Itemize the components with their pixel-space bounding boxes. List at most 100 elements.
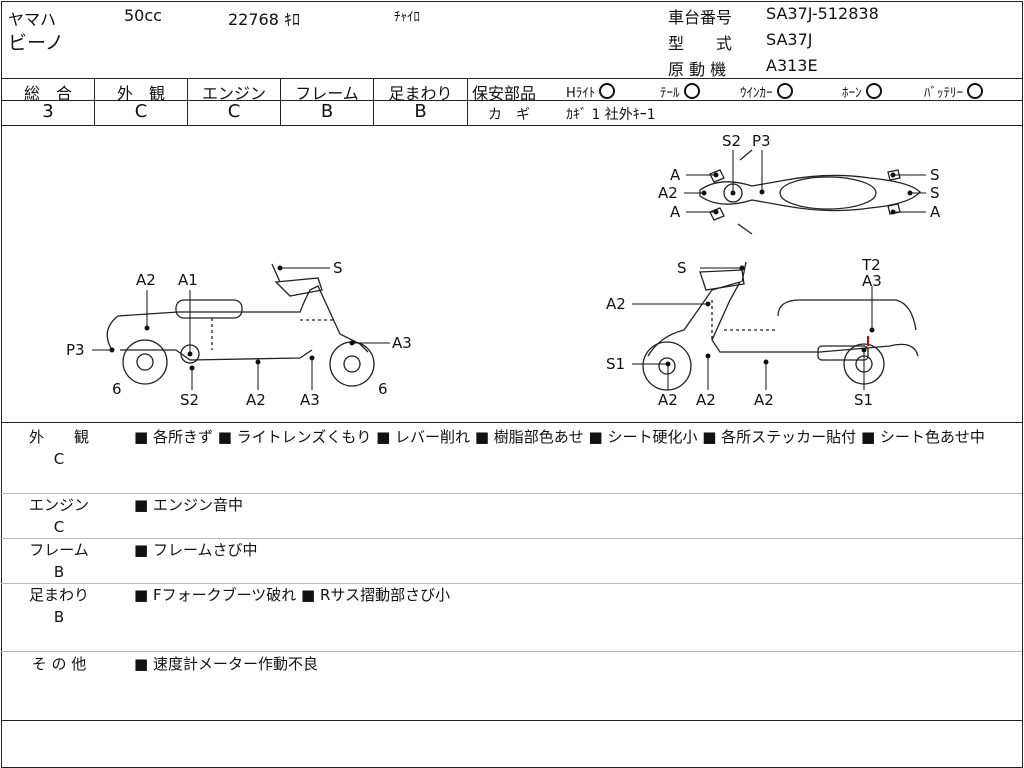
note-label-text: エンジン (28, 496, 89, 514)
scooter-diagram: A2 A1 S P3 A3 6 S2 A2 A3 6 S T2 A3 A2 S1… (66, 132, 941, 409)
maker: ヤマハ (8, 10, 57, 29)
key-label: カ ギ (488, 107, 530, 123)
safety-item-winker: ｳｲﾝｶｰ (740, 82, 793, 101)
note-grade: B (53, 608, 65, 626)
diagram-label: A3 (300, 391, 320, 409)
ok-circle-icon (776, 83, 793, 99)
diagram-label: P3 (66, 341, 85, 359)
divider (187, 78, 188, 125)
note-label-suspension: 足まわり B (14, 584, 104, 628)
divider (280, 78, 281, 125)
diagram-label: A2 (606, 295, 626, 313)
diagram-label: A2 (754, 391, 774, 409)
safety-item-tail: ﾃｰﾙ (660, 82, 700, 101)
diagram-label: A2 (696, 391, 716, 409)
grade-suspension: B (414, 101, 427, 122)
model-name: ビーノ (8, 32, 64, 54)
safety-item-battery: ﾊﾞｯﾃﾘｰ (924, 82, 983, 101)
diagram-label: S (677, 259, 687, 277)
grade-header-overall: 総 合 (23, 84, 72, 103)
type-value: SA37J (766, 30, 813, 49)
diagram-label: P3 (752, 132, 771, 150)
ok-circle-icon (967, 83, 983, 99)
note-text-exterior: ■ 各所きず ■ ライトレンズくもり ■ レバー削れ ■ 樹脂部色あせ ■ シー… (134, 428, 985, 446)
note-label-other: そ の 他 (14, 653, 104, 675)
note-text-suspension: ■ Fフォークブーツ破れ ■ Rサス摺動部さび小 (134, 586, 451, 604)
divider (1, 493, 1022, 494)
divider (1, 78, 1022, 79)
ok-circle-icon (599, 83, 616, 99)
diagram-label: A3 (392, 334, 412, 352)
note-label-frame: フレーム B (14, 539, 104, 583)
key-value: ｶｷﾞ 1 社外ｷｰ1 (566, 107, 656, 123)
divider (94, 78, 95, 125)
safety-item-label: ﾃｰﾙ (660, 86, 680, 101)
divider (1, 583, 1022, 584)
note-grade: B (53, 563, 65, 581)
safety-item-label: ｳｲﾝｶｰ (740, 86, 773, 101)
note-label-exterior: 外 観 C (14, 426, 104, 470)
safety-item-label: ﾊﾞｯﾃﾘｰ (924, 86, 963, 101)
diagram-label: A (670, 203, 681, 221)
divider (1, 651, 1022, 652)
ok-circle-icon (865, 83, 882, 99)
safety-item-label: ﾎｰﾝ (842, 86, 862, 101)
diagram-label: S (930, 184, 940, 202)
diagram-label: A2 (136, 271, 156, 289)
diagram-label: 6 (378, 380, 388, 398)
diagram-label: A2 (658, 184, 678, 202)
color: ﾁｬｲﾛ (394, 10, 420, 25)
diagram-label: A (670, 166, 681, 184)
diagram-label: A1 (178, 271, 198, 289)
note-grade: C (53, 518, 65, 536)
engine-label: 原 動 機 (668, 60, 727, 79)
divider (373, 78, 374, 125)
diagram-label: A3 (862, 272, 882, 290)
note-text-engine: ■ エンジン音中 (134, 496, 243, 514)
note-text-frame: ■ フレームさび中 (134, 541, 258, 559)
grade-overall: 3 (42, 101, 54, 122)
diagram-label: S (930, 166, 940, 184)
grade-exterior: C (134, 101, 148, 122)
divider (1, 538, 1022, 539)
diagram-label: S2 (722, 132, 741, 150)
diagram-label: S1 (854, 391, 873, 409)
ok-circle-icon (683, 83, 700, 99)
divider (467, 78, 468, 125)
mileage: 22768 ｷﾛ (228, 10, 300, 29)
note-label-text: 足まわり (28, 586, 89, 604)
note-label-engine: エンジン C (14, 494, 104, 538)
grade-header-exterior: 外 観 (116, 84, 165, 103)
diagram-label: A (930, 203, 941, 221)
grade-header-engine: エンジン (201, 84, 266, 103)
grade-header-frame: フレーム (295, 84, 359, 103)
frame-no: SA37J-512838 (766, 4, 879, 23)
grade-frame: B (320, 101, 334, 122)
safety-label: 保安部品 (472, 84, 537, 103)
frame-no-label: 車台番号 (668, 8, 733, 27)
engine-value: A313E (766, 56, 818, 75)
diagram-label: S1 (606, 355, 625, 373)
safety-item-label: Hﾗｲﾄ (566, 86, 596, 101)
grade-header-suspension: 足まわり (388, 84, 453, 103)
note-label-text: 外 観 (28, 428, 89, 446)
divider (1, 422, 1022, 423)
diagram-label: A2 (246, 391, 266, 409)
displacement: 50cc (124, 6, 162, 25)
divider (1, 720, 1022, 721)
diagram-label: A2 (658, 391, 678, 409)
diagram-label: T2 (861, 256, 881, 274)
divider (1, 100, 467, 101)
note-label-text: そ の 他 (31, 655, 87, 673)
safety-item-horn: ﾎｰﾝ (842, 82, 882, 101)
note-label-text: フレーム (29, 541, 89, 559)
divider (467, 100, 1022, 101)
divider (1, 125, 1022, 126)
note-text-other: ■ 速度計メーター作動不良 (134, 655, 318, 673)
safety-item-headlight: Hﾗｲﾄ (566, 82, 616, 101)
note-grade: C (53, 450, 65, 468)
diagram-label: S2 (180, 391, 199, 409)
type-label: 型 式 (668, 34, 733, 53)
grade-engine: C (227, 101, 241, 122)
diagram-label: 6 (112, 380, 122, 398)
